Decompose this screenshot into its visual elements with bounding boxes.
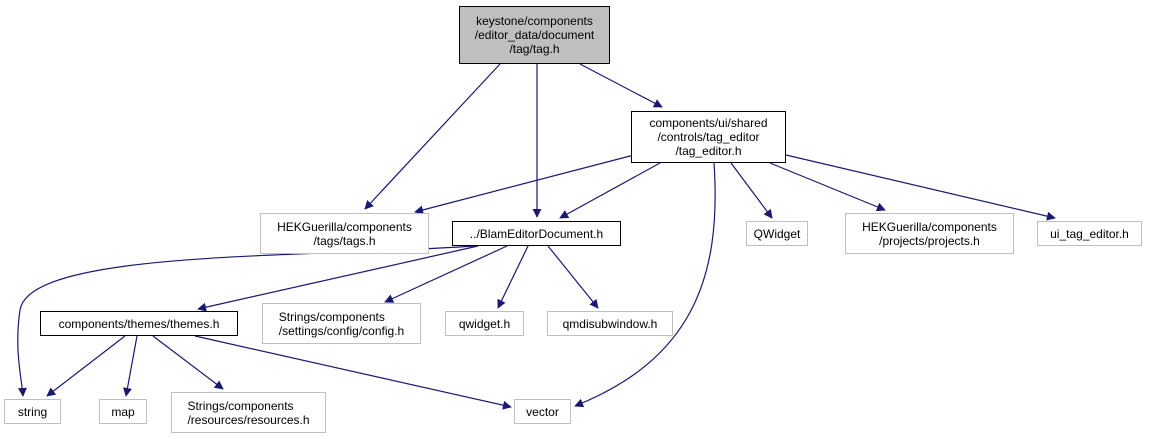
edge-themes-h-to-string: [46, 335, 126, 397]
edge-tag-editor-h-to-projects-h: [769, 162, 886, 212]
edge-blam-doc-h-to-qmdisubwindow-h: [547, 245, 599, 309]
edge-tag-editor-h-to-blam-doc-h: [559, 162, 661, 219]
edge-tag-editor-h-to-ui-tag-editor-h: [785, 154, 1056, 221]
node-qmdisubwindow-h[interactable]: qmdisubwindow.h: [547, 311, 673, 336]
node-config-h[interactable]: Strings/components /settings/config/conf…: [262, 303, 421, 344]
node-ui-tag-editor-h[interactable]: ui_tag_editor.h: [1037, 221, 1142, 246]
node-tags-h[interactable]: HEKGuerilla/components /tags/tags.h: [260, 213, 429, 254]
edge-blam-doc-h-to-config-h: [384, 245, 508, 303]
node-themes-h[interactable]: components/themes/themes.h: [40, 311, 238, 336]
node-qwidget-h[interactable]: qwidget.h: [445, 311, 524, 336]
node-projects-h[interactable]: HEKGuerilla/components /projects/project…: [845, 213, 1014, 254]
node-blam-editor-document-h[interactable]: ../BlamEditorDocument.h: [452, 221, 621, 246]
node-tag-editor-h[interactable]: components/ui/shared /controls/tag_edito…: [631, 111, 786, 163]
edge-blam-doc-h-to-qwidget-h: [497, 245, 529, 309]
edge-tag-editor-h-to-tags-h: [414, 154, 635, 215]
edge-themes-h-to-vector: [194, 335, 512, 410]
node-vector[interactable]: vector: [514, 399, 571, 424]
node-map[interactable]: map: [99, 399, 147, 424]
edge-tag-h-to-tags-h: [364, 63, 501, 210]
edge-tag-h-to-tag-editor-h: [579, 63, 663, 108]
edge-blam-doc-h-to-themes-h: [197, 245, 479, 312]
node-tag-h[interactable]: keystone/components /editor_data/documen…: [459, 6, 610, 64]
edge-tag-editor-h-to-qwidget-cap: [730, 162, 773, 219]
node-string[interactable]: string: [4, 399, 61, 424]
edge-themes-h-to-resources-h: [152, 335, 224, 390]
node-qwidget[interactable]: QWidget: [746, 221, 808, 246]
node-resources-h[interactable]: Strings/components /resources/resources.…: [171, 392, 326, 433]
edge-themes-h-to-map: [123, 335, 138, 397]
edge-tag-editor-h-to-vector: [574, 162, 716, 408]
